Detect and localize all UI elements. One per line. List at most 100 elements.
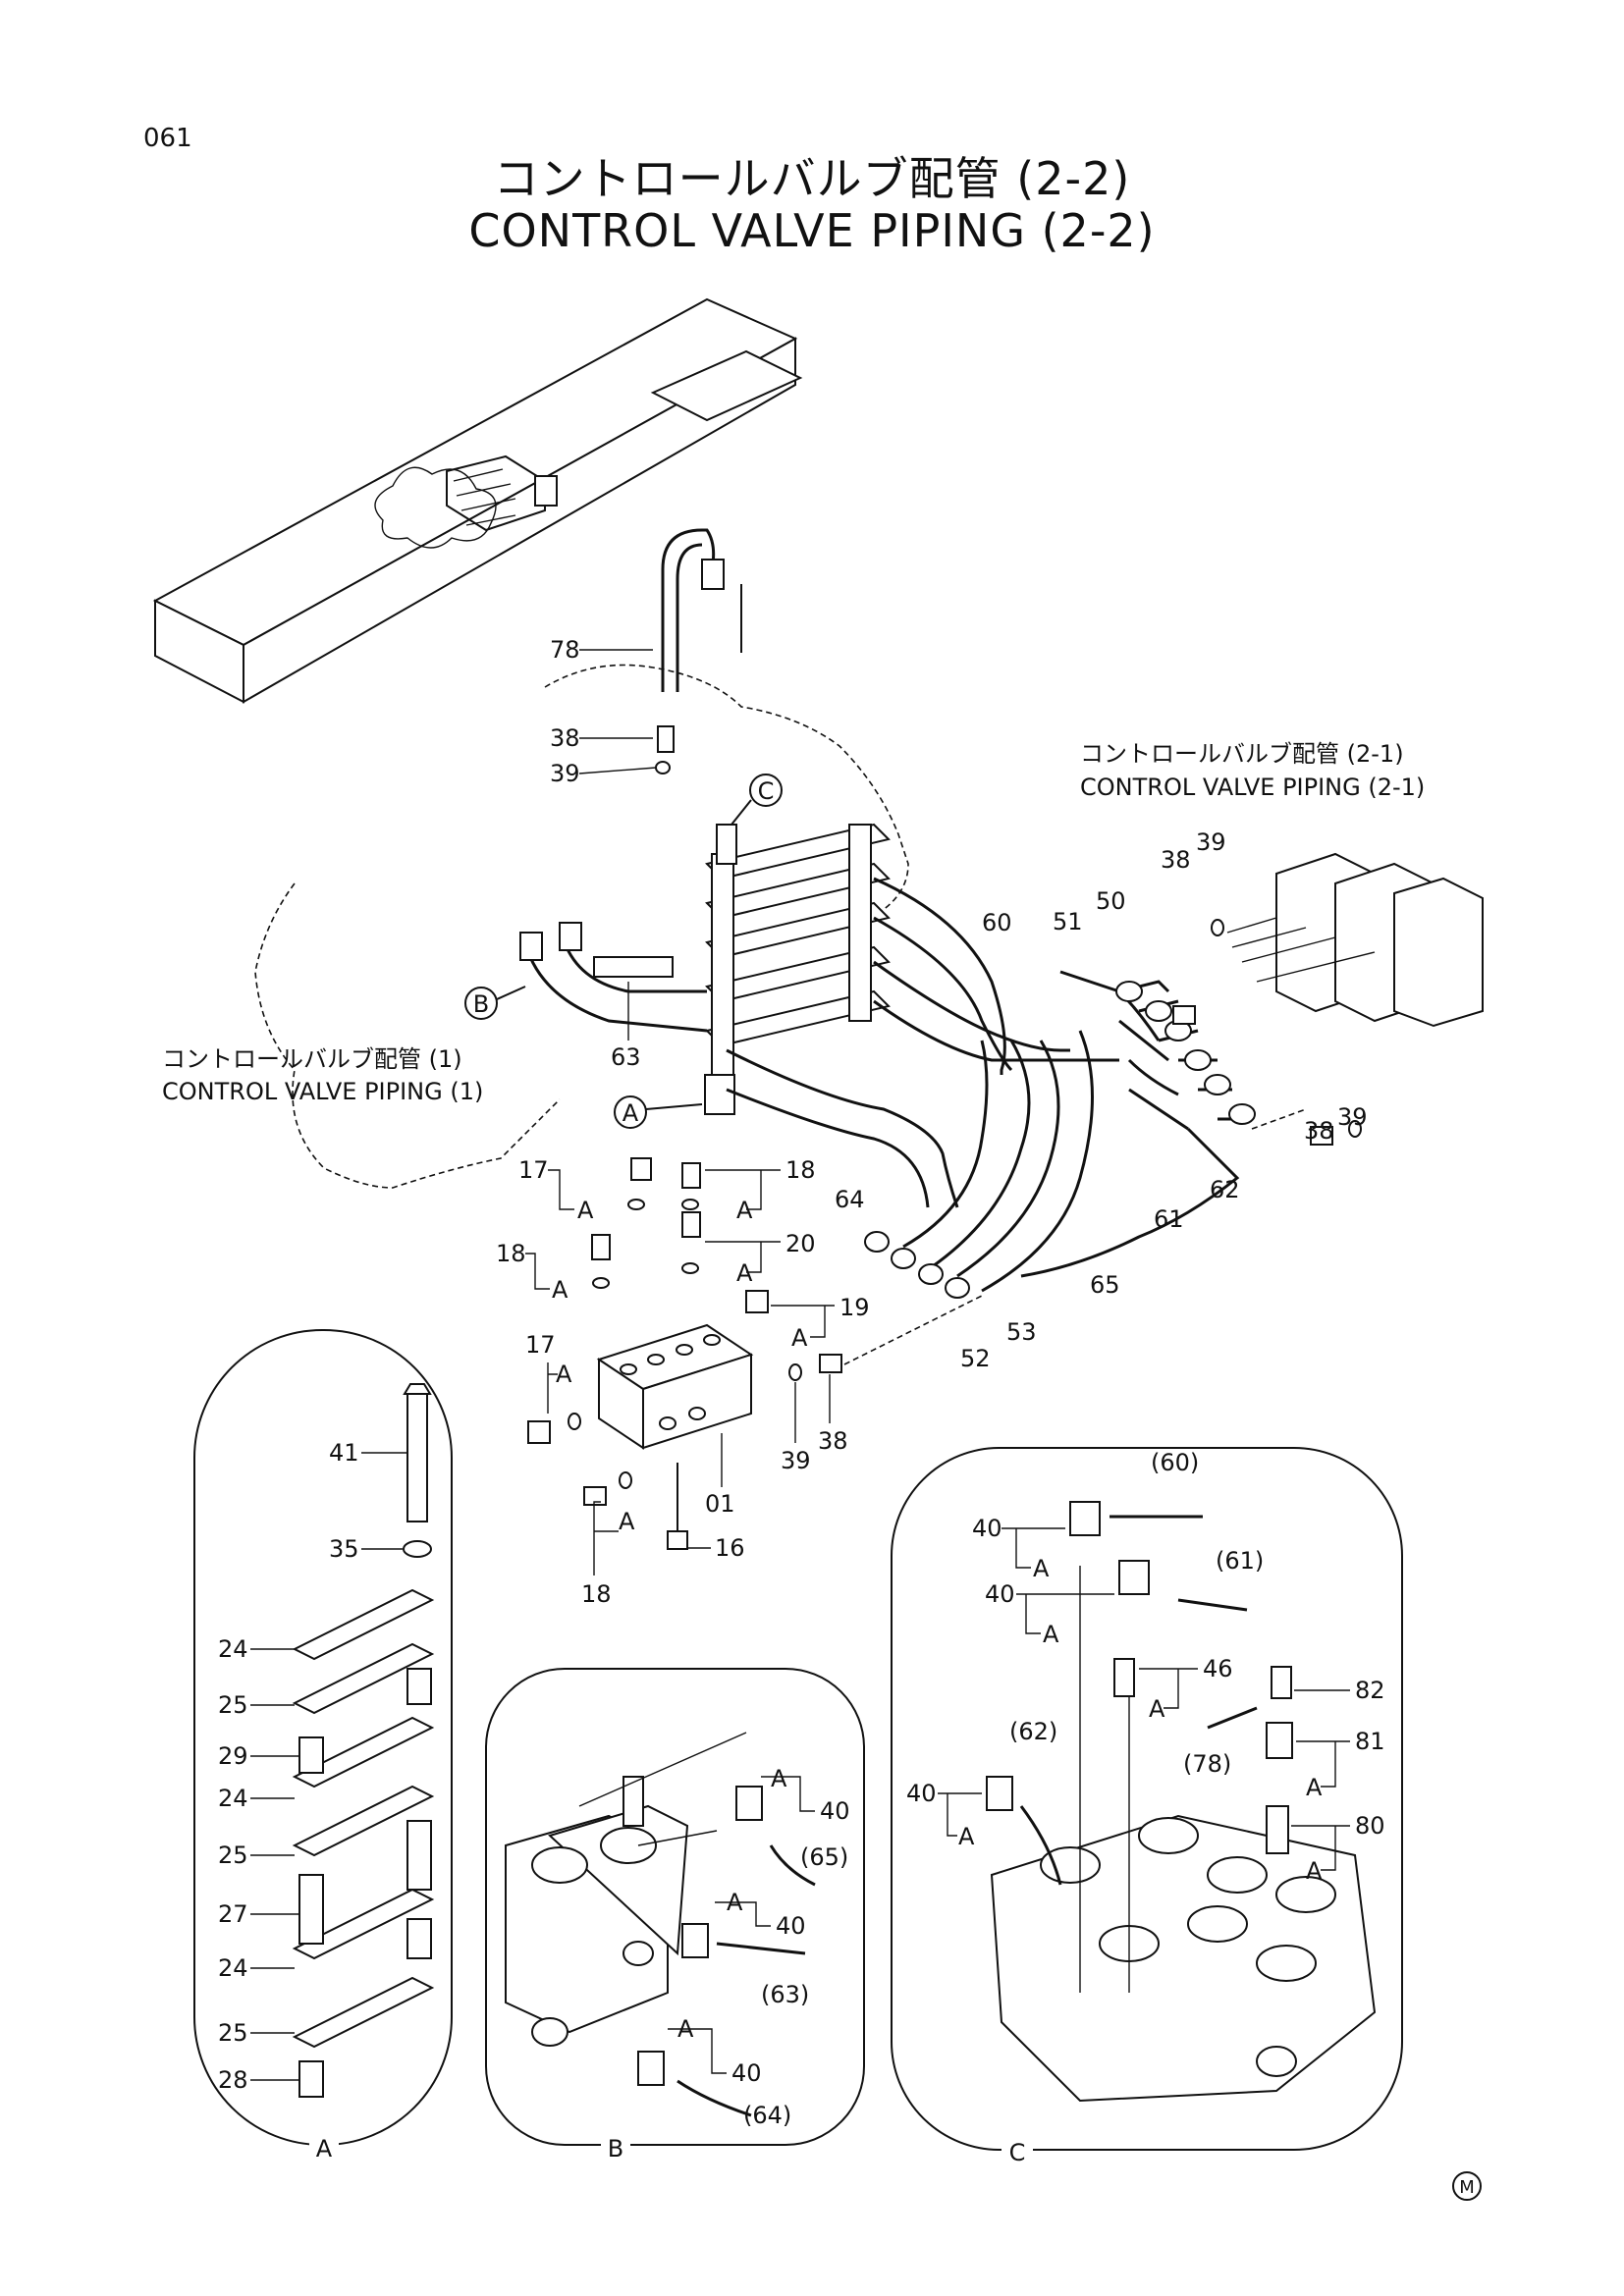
title-english: CONTROL VALVE PIPING (2-2) <box>468 204 1156 257</box>
detB-64: (64) <box>743 2102 791 2129</box>
part-62: 62 <box>1210 1176 1240 1203</box>
seal-a1: A <box>577 1197 594 1224</box>
detC-seal-a4: A <box>958 1823 975 1850</box>
corner-mark: M <box>1452 2171 1482 2201</box>
part-16: 16 <box>715 1534 745 1562</box>
detail-c: (60) 40 A (61) 40 A 46 A (78) (62) 40 A … <box>891 1447 1403 2166</box>
detC-40b: 40 <box>985 1580 1015 1608</box>
detA-28: 28 <box>218 2066 248 2094</box>
engine-outline-left <box>254 882 561 1189</box>
seal-a6: A <box>556 1361 572 1388</box>
detB-40b: 40 <box>776 1912 806 1940</box>
callout-b-letter: B <box>473 990 489 1018</box>
part-20: 20 <box>785 1230 816 1257</box>
machine-frame <box>152 297 803 704</box>
detB-40c: 40 <box>731 2059 762 2087</box>
seal-a5: A <box>791 1324 808 1352</box>
part-18a: 18 <box>785 1156 816 1184</box>
valve-assembly <box>704 823 891 1115</box>
detC-seal-a2: A <box>1043 1621 1059 1648</box>
part-50: 50 <box>1096 887 1126 915</box>
detC-80: 80 <box>1355 1812 1385 1840</box>
detA-25c: 25 <box>218 2019 248 2047</box>
detB-seal-a1: A <box>771 1765 787 1792</box>
part-18c: 18 <box>581 1580 612 1608</box>
pipe-78 <box>661 528 742 692</box>
part-38c: 38 <box>1304 1117 1334 1145</box>
control-valve-small <box>1226 852 1484 1028</box>
part-19: 19 <box>839 1294 870 1321</box>
detC-40c: 40 <box>906 1780 937 1807</box>
part-17b: 17 <box>525 1331 556 1359</box>
detB-65: (65) <box>800 1843 848 1871</box>
part-64: 64 <box>835 1186 865 1213</box>
pipe-bundle <box>726 877 1256 1299</box>
detC-seal-a1: A <box>1033 1555 1050 1582</box>
detail-a: 41 35 24 25 29 24 25 27 24 25 28 A <box>193 1329 453 2163</box>
detC-40a: 40 <box>972 1515 1002 1542</box>
callout-c-letter: C <box>758 777 775 805</box>
part-39b: 39 <box>1196 828 1226 856</box>
ref-2-1-jp: コントロールバルブ配管 (2-1) <box>1080 740 1404 768</box>
callout-b: B <box>464 986 526 1020</box>
part-52: 52 <box>960 1345 991 1372</box>
corner-mark-letter: M <box>1459 2177 1475 2198</box>
part-78: 78 <box>550 636 580 664</box>
detC-46: 46 <box>1203 1655 1233 1682</box>
seal-a4: A <box>552 1276 568 1304</box>
part-63: 63 <box>611 1043 641 1071</box>
detail-b: A 40 (65) A 40 (63) A 40 (64) B <box>485 1668 865 2163</box>
detA-41: 41 <box>329 1439 359 1467</box>
detC-seal-a3: A <box>1149 1695 1165 1723</box>
seal-a3: A <box>736 1259 753 1287</box>
part-38d: 38 <box>818 1427 848 1455</box>
ref-2-1-en: CONTROL VALVE PIPING (2-1) <box>1080 774 1425 801</box>
ref-1-jp: コントロールバルブ配管 (1) <box>162 1045 462 1073</box>
detC-81: 81 <box>1355 1728 1385 1755</box>
page-number: 061 <box>143 124 192 153</box>
detB-63: (63) <box>761 1981 809 2008</box>
callout-a: A <box>614 1095 703 1129</box>
engine-outline <box>544 664 909 914</box>
detA-35: 35 <box>329 1535 359 1563</box>
part-61: 61 <box>1154 1205 1184 1233</box>
detC-62: (62) <box>1009 1718 1057 1745</box>
detB-40a: 40 <box>820 1797 850 1825</box>
block-01 <box>596 1323 754 1550</box>
part-39d: 39 <box>781 1447 811 1474</box>
detA-24c: 24 <box>218 1954 248 1982</box>
detA-24b: 24 <box>218 1785 248 1812</box>
part-labels: 78 38 39 63 60 51 50 38 39 38 39 62 61 6… <box>496 636 1368 1608</box>
part-01: 01 <box>705 1490 735 1518</box>
callout-a-letter: A <box>623 1099 639 1127</box>
part-38: 38 <box>550 724 580 752</box>
detC-61: (61) <box>1216 1547 1264 1575</box>
title-japanese: コントロールバルブ配管 (2-2) <box>493 152 1131 205</box>
seal-a2: A <box>736 1197 753 1224</box>
part-39: 39 <box>550 760 580 787</box>
callout-c: C <box>731 774 783 826</box>
detA-29: 29 <box>218 1742 248 1770</box>
detail-b-title: B <box>608 2135 623 2163</box>
fittings <box>527 725 1362 1506</box>
hoses-left <box>519 922 708 1033</box>
part-53: 53 <box>1006 1318 1037 1346</box>
detA-24a: 24 <box>218 1635 248 1663</box>
part-17a: 17 <box>518 1156 549 1184</box>
detA-25b: 25 <box>218 1842 248 1869</box>
seal-a7: A <box>619 1508 635 1535</box>
detC-seal-a5: A <box>1306 1774 1323 1801</box>
part-51: 51 <box>1053 908 1083 935</box>
detC-60: (60) <box>1151 1449 1199 1476</box>
part-39c: 39 <box>1337 1103 1368 1131</box>
part-38b: 38 <box>1161 846 1191 874</box>
detA-27: 27 <box>218 1900 248 1928</box>
detail-c-title: C <box>1009 2139 1026 2166</box>
part-60: 60 <box>982 909 1012 936</box>
detail-a-title: A <box>316 2135 333 2163</box>
detC-seal-a6: A <box>1306 1857 1323 1885</box>
detC-78: (78) <box>1183 1750 1231 1778</box>
detC-82: 82 <box>1355 1677 1385 1704</box>
part-65: 65 <box>1090 1271 1120 1299</box>
